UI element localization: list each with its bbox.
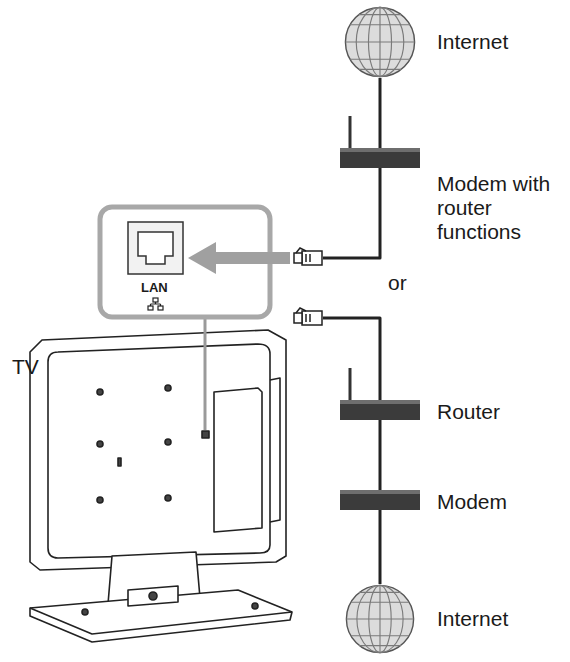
globe-outline bbox=[345, 7, 414, 76]
globe-shape bbox=[344, 6, 416, 78]
screw bbox=[165, 385, 171, 391]
device-label: Router bbox=[437, 400, 500, 424]
cable bbox=[379, 510, 382, 584]
tv-illustration bbox=[30, 330, 292, 642]
device-label: Modem bbox=[437, 490, 507, 514]
internet-globe: Internet bbox=[344, 6, 416, 78]
node-label: Modem with router functions bbox=[437, 172, 559, 244]
screw bbox=[97, 389, 103, 395]
node-label: TV bbox=[12, 355, 39, 379]
tv-side-strip bbox=[270, 378, 280, 522]
globe-grid bbox=[346, 585, 413, 652]
lan-socket bbox=[138, 232, 173, 264]
globe-shape bbox=[345, 584, 415, 654]
screw bbox=[97, 497, 103, 503]
stand-screw bbox=[82, 609, 88, 615]
lan-port-frame bbox=[128, 222, 183, 274]
device-label: Internet bbox=[437, 607, 508, 631]
tv-small-slot bbox=[118, 458, 121, 466]
globe-outline bbox=[346, 585, 413, 652]
antenna bbox=[349, 116, 352, 150]
device-label: Internet bbox=[437, 30, 508, 54]
tv-rear-box bbox=[214, 388, 262, 532]
screw bbox=[165, 439, 171, 445]
cable bbox=[323, 168, 380, 258]
screw bbox=[165, 495, 171, 501]
stand-screw bbox=[149, 592, 157, 600]
internet-globe: Internet bbox=[345, 584, 415, 654]
stand-base-top bbox=[30, 608, 292, 634]
tv-bezel bbox=[30, 330, 286, 570]
device-label: TV bbox=[12, 355, 39, 379]
lan-port-on-tv bbox=[202, 431, 209, 438]
screw bbox=[97, 441, 103, 447]
tv-set: TV bbox=[8, 205, 323, 625]
stand-bracket bbox=[128, 586, 178, 606]
cable bbox=[379, 78, 382, 148]
inset-leader bbox=[204, 318, 207, 430]
router-box: Router bbox=[340, 400, 420, 420]
stand-screw bbox=[252, 603, 258, 609]
antenna bbox=[349, 368, 352, 402]
cable bbox=[379, 420, 382, 490]
lan-plug bbox=[294, 248, 322, 265]
tv-back-cover bbox=[48, 344, 270, 558]
modem-box: Modem bbox=[340, 490, 420, 510]
network-icon bbox=[148, 298, 163, 310]
modem-router-box: Modem with router functions bbox=[340, 148, 420, 168]
or-text: or bbox=[388, 271, 407, 295]
node-label: Router bbox=[437, 400, 500, 424]
node-label: Modem bbox=[437, 490, 507, 514]
device-label: Modem with router functions bbox=[437, 172, 559, 244]
node-label: Internet bbox=[437, 30, 508, 54]
globe-grid bbox=[345, 7, 414, 76]
insert-arrow bbox=[188, 242, 290, 274]
cable bbox=[323, 318, 380, 400]
node-label: Internet bbox=[437, 607, 508, 631]
port-label: LAN bbox=[141, 280, 168, 295]
lan-plug bbox=[294, 308, 322, 325]
